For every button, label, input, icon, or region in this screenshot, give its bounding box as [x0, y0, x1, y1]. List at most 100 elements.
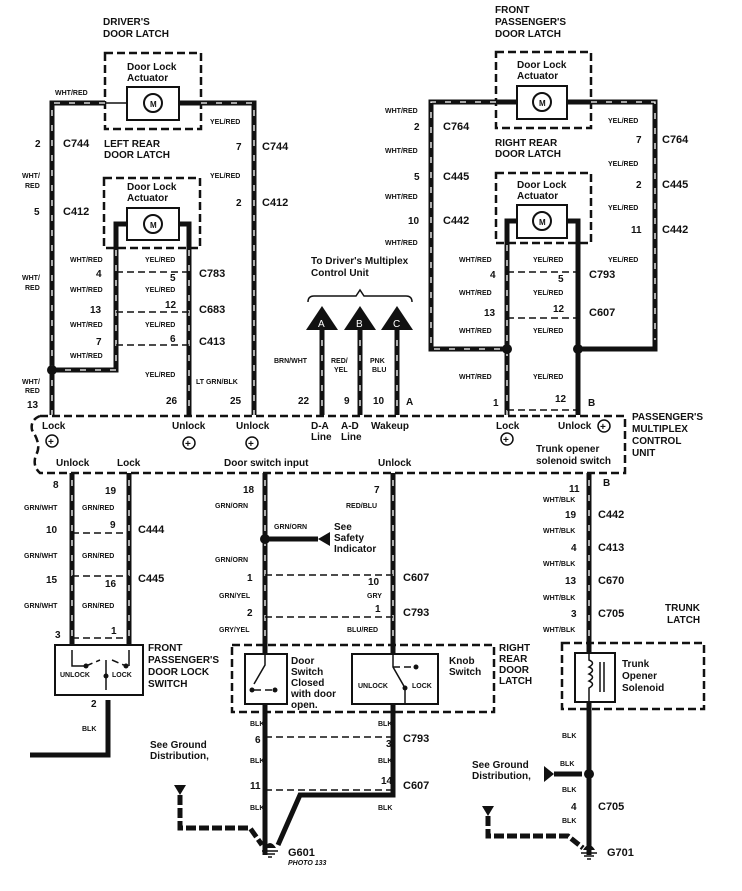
plus-terminal-icon	[597, 419, 611, 433]
pin-label: 5	[414, 172, 420, 183]
plus-terminal-icon	[245, 436, 259, 450]
pin-label: 7	[636, 135, 642, 146]
wire-label: RED	[25, 388, 40, 395]
mux-wakeup-label: Wakeup	[371, 421, 409, 432]
motor-icon	[532, 211, 552, 231]
arrow-a-label: A	[318, 319, 325, 330]
wire-label: YEL/RED	[533, 328, 563, 335]
rr-actuator-label-2: Actuator	[517, 191, 558, 202]
right-rear-door-latch-lower: Door Switch Closed with door open. UNLOC…	[230, 643, 532, 714]
pin-label: 10	[368, 577, 380, 588]
ground-g701: G701	[581, 845, 634, 860]
wire-label: YEL/RED	[608, 161, 638, 168]
pin-label: 9	[110, 520, 116, 531]
mux-ad-line: Line	[341, 432, 362, 443]
rr-actuator-label-1: Door Lock	[517, 180, 567, 191]
wire-label: GRN/WHT	[24, 603, 58, 610]
wire-label: BLK	[560, 761, 574, 768]
multiplex-title-2: MULTIPLEX	[632, 424, 688, 435]
left-rear-actuator-label-2: Actuator	[127, 193, 168, 204]
pin-label: 5	[170, 273, 176, 284]
pin-label: B	[603, 478, 610, 489]
pin-label: 12	[553, 304, 565, 315]
fp-switch-title-1: FRONT	[148, 643, 182, 654]
pin-label: 9	[344, 396, 350, 407]
pin-label: 7	[96, 337, 102, 348]
safety-text-3: Indicator	[334, 544, 376, 555]
wire-label: WHT/	[22, 275, 40, 282]
wire-label: YEL/RED	[533, 374, 563, 381]
mux-unlock-bottom-2: Unlock	[378, 458, 412, 469]
ground-icon	[264, 843, 276, 848]
motor-icon	[143, 214, 163, 234]
fp-latch-title-3: DOOR LATCH	[495, 29, 561, 40]
ground-g601: G601 PHOTO 133	[262, 843, 326, 867]
fp-switch-title-3: DOOR LOCK	[148, 667, 210, 678]
wire-label: WHT/RED	[385, 194, 418, 201]
rr-lower-title-2: REAR	[499, 654, 528, 665]
driver-multiplex-title-2: Control Unit	[311, 268, 369, 279]
pin-label: 4	[490, 270, 496, 281]
pin-label: 10	[408, 216, 420, 227]
arrow-right-icon	[544, 766, 554, 782]
arrow-c-icon	[381, 306, 413, 330]
arrow-down-icon	[482, 806, 494, 816]
fp-switch-title-2: PASSENGER'S	[148, 655, 219, 666]
wire-label: GRY/YEL	[219, 627, 250, 634]
arrow-left-icon	[318, 532, 330, 546]
pin-label: 13	[90, 305, 102, 316]
wire-label: GRN/RED	[82, 505, 114, 512]
pin-label: 8	[53, 480, 59, 491]
connector-c705-lower: C705	[598, 801, 624, 813]
wire-label: RED/	[331, 358, 348, 365]
wire-label: YEL/RED	[608, 257, 638, 264]
wire-label: YEL/RED	[145, 257, 175, 264]
ground-ref-right-text-2: Distribution,	[472, 771, 531, 782]
mux-lock-label-right: Lock	[496, 421, 520, 432]
wire-label: WHT/BLK	[543, 528, 575, 535]
pin-label: 5	[558, 274, 564, 285]
splice-dot	[573, 344, 583, 354]
mux-lock-bottom: Lock	[117, 458, 141, 469]
motor-symbol: M	[150, 221, 157, 230]
plus-terminal-icon	[182, 436, 196, 450]
door-switch-text-3: Closed	[291, 678, 324, 689]
knob-switch-text-1: Knob	[449, 656, 475, 667]
wire-label: YEL/RED	[608, 205, 638, 212]
mux-unlock-bottom: Unlock	[56, 458, 90, 469]
wire-label: GRN/ORN	[274, 524, 307, 531]
knob-unlock-label: UNLOCK	[358, 683, 388, 690]
wire-label: GRN/YEL	[219, 593, 251, 600]
wire-label: GRN/WHT	[24, 505, 58, 512]
pin-label: 3	[386, 739, 392, 750]
connector-c783: C783	[199, 268, 225, 280]
pin-label: 7	[374, 485, 380, 496]
motor-symbol: M	[539, 218, 546, 227]
connector-c413-lower: C413	[598, 542, 624, 554]
pin-label: 2	[91, 699, 97, 710]
pin-label: 12	[165, 300, 177, 311]
wire-label: YEL/RED	[145, 322, 175, 329]
ground-ref-text-2: Distribution,	[150, 751, 209, 762]
wire-blk-fp-switch	[30, 700, 111, 758]
switch-unlock-label: UNLOCK	[60, 672, 90, 679]
wire-label: RED	[25, 183, 40, 190]
connector-c442-right: C442	[662, 224, 688, 236]
connector-c607-upper: C607	[589, 307, 615, 319]
connector-c445-left: C445	[443, 171, 469, 183]
wire-label: RED	[25, 285, 40, 292]
connector-c670: C670	[598, 575, 624, 587]
splice-dot	[584, 769, 594, 779]
knob-switch-text-2: Switch	[449, 667, 481, 678]
pin-label: 3	[571, 609, 577, 620]
multiplex-title-4: UNIT	[632, 448, 655, 459]
pin-label: 14	[381, 776, 393, 787]
connector-c442-left: C442	[443, 215, 469, 227]
drivers-door-latch-title-1: DRIVER'S	[103, 17, 150, 28]
rr-latch-title-2: DOOR LATCH	[495, 149, 561, 160]
plus-terminal-icon	[45, 434, 59, 448]
pin-label: 25	[230, 396, 242, 407]
mux-trunk-opener-1: Trunk opener	[536, 444, 599, 455]
wire-label: BLK	[250, 721, 264, 728]
